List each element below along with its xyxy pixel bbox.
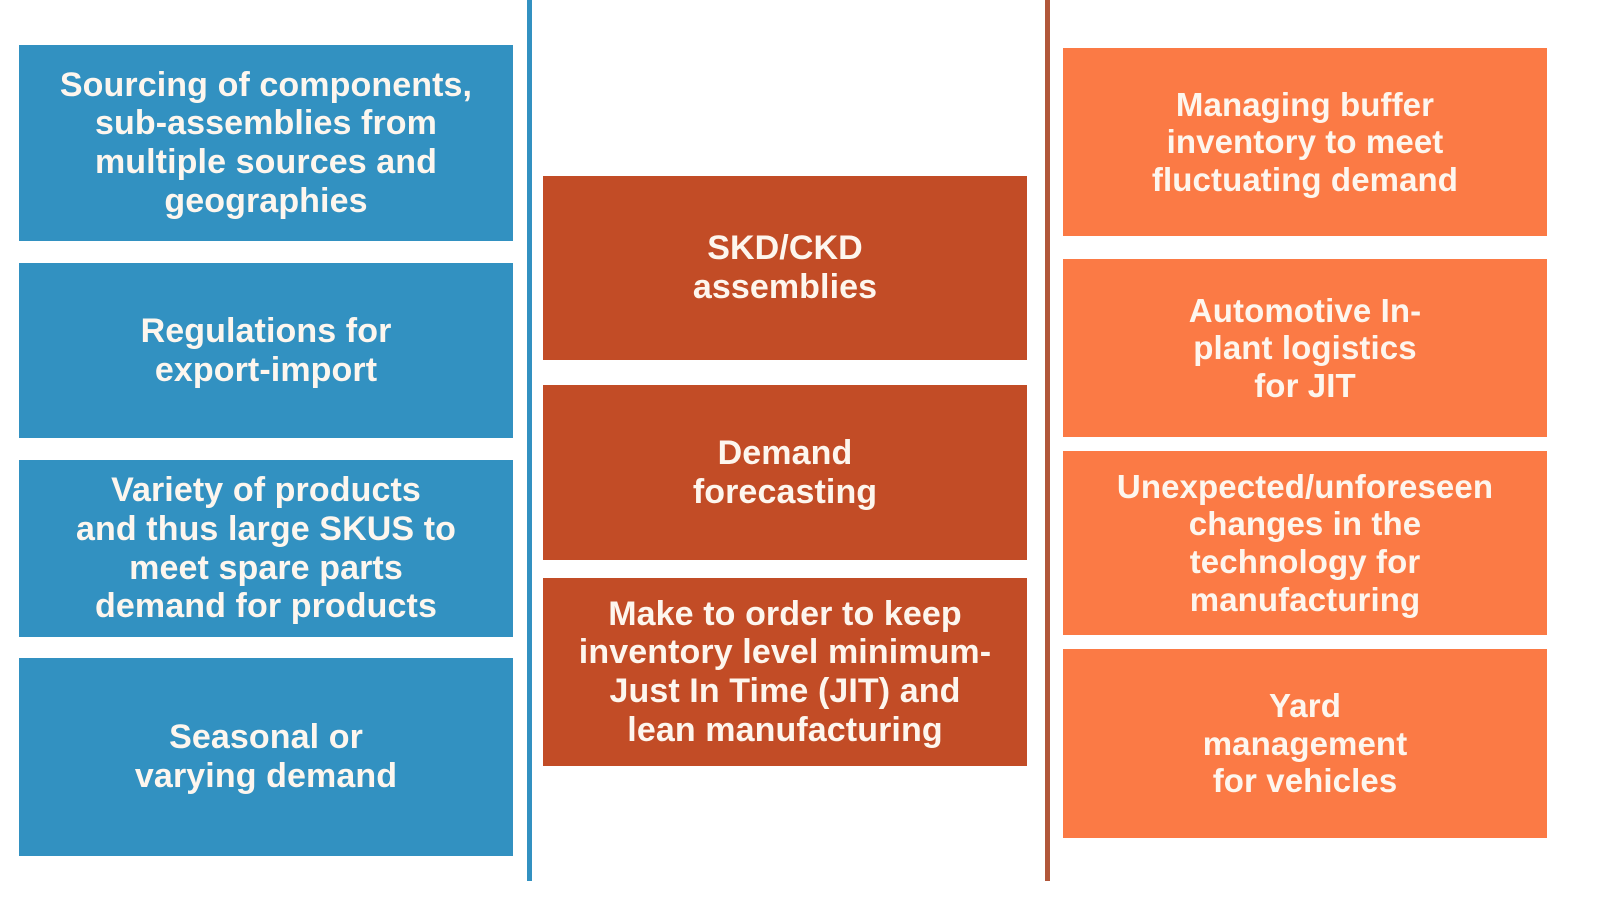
- card-skd-ckd-assemblies: SKD/CKD assemblies: [543, 176, 1027, 360]
- column-approaches: SKD/CKD assemblies Demand forecasting Ma…: [543, 176, 1027, 766]
- card-automotive-in-plant-logistics: Automotive In- plant logistics for JIT: [1063, 259, 1547, 437]
- card-managing-buffer-inventory: Managing buffer inventory to meet fluctu…: [1063, 48, 1547, 236]
- card-unexpected-technology-changes: Unexpected/unforeseen changes in the tec…: [1063, 451, 1547, 635]
- column-operations: Managing buffer inventory to meet fluctu…: [1063, 48, 1547, 838]
- column-divider-left: [527, 0, 532, 881]
- card-yard-management-for-vehicles: Yard management for vehicles: [1063, 649, 1547, 838]
- card-regulations-for-export-import: Regulations for export-import: [19, 263, 513, 438]
- column-divider-right: [1045, 0, 1050, 881]
- card-seasonal-or-varying-demand: Seasonal or varying demand: [19, 658, 513, 856]
- card-make-to-order: Make to order to keep inventory level mi…: [543, 578, 1027, 766]
- column-challenges: Sourcing of components, sub-assemblies f…: [19, 45, 513, 856]
- card-sourcing-of-components: Sourcing of components, sub-assemblies f…: [19, 45, 513, 241]
- card-demand-forecasting: Demand forecasting: [543, 385, 1027, 560]
- card-variety-of-products: Variety of products and thus large SKUS …: [19, 460, 513, 637]
